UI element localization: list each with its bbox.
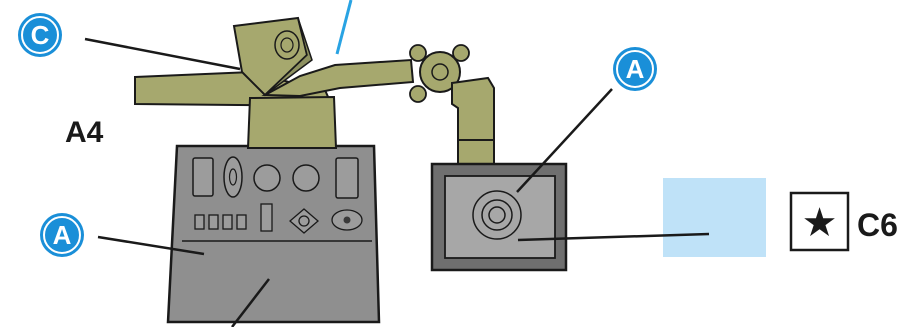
leader-line-a-left: [97, 235, 205, 256]
star-icon: ★: [802, 201, 838, 245]
leader-line-bottom: [231, 278, 270, 328]
leader-line-c: [84, 37, 241, 71]
part-label-a4: A4: [65, 116, 104, 149]
callout-a-right-letter: A: [626, 54, 645, 84]
highlight-area: [663, 178, 766, 257]
leader-line-highlight: [517, 232, 710, 242]
callout-a-left: A: [40, 213, 84, 257]
callout-a-right: A: [613, 47, 657, 91]
star-box: [789, 191, 850, 252]
leader-line-a-right: [516, 88, 613, 193]
olive-arm-assembly: [134, 16, 495, 165]
callout-c: C: [18, 13, 62, 57]
right-console: [430, 162, 568, 272]
leader-line-blue: [335, 0, 353, 55]
left-console: [166, 144, 381, 324]
c6-reference: ★ C6: [789, 191, 898, 252]
part-label-c6: C6: [857, 207, 898, 243]
callout-c-letter: C: [31, 20, 50, 50]
callout-a-left-letter: A: [53, 220, 72, 250]
